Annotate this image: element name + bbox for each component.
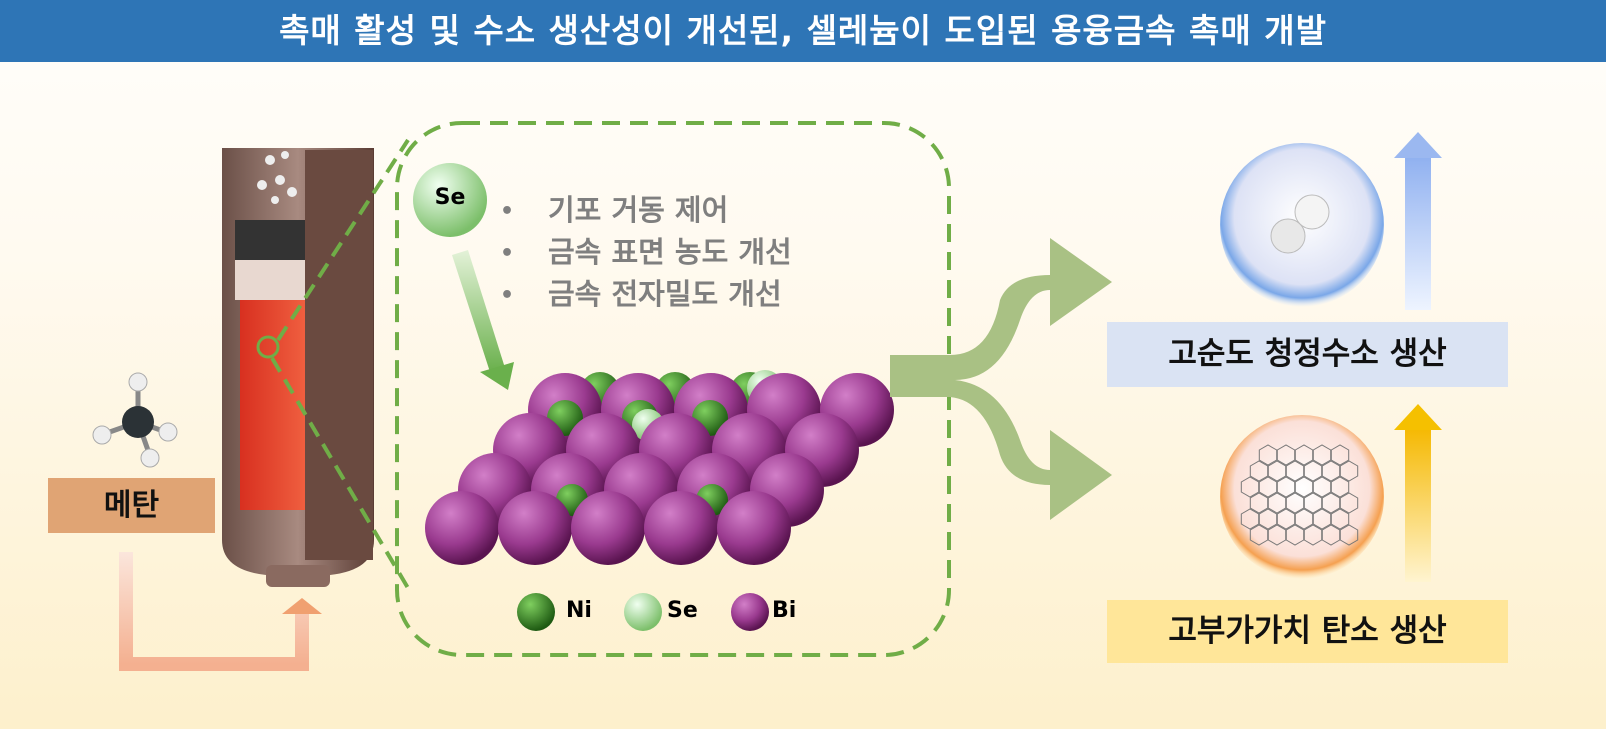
graphene-hexagon bbox=[1330, 444, 1350, 466]
graphene-hexagon bbox=[1294, 476, 1314, 498]
graphene-hexagon bbox=[1276, 508, 1296, 530]
bi-atom bbox=[425, 491, 499, 565]
graphene-hexagon bbox=[1339, 460, 1359, 482]
methane-molecule-icon bbox=[92, 372, 178, 468]
graphene-hexagon bbox=[1303, 492, 1323, 514]
improvement-list: 기포 거동 제어 금속 표면 농도 개선 금속 전자밀도 개선 bbox=[500, 190, 792, 316]
graphene-hexagon bbox=[1321, 524, 1341, 546]
legend-se-icon bbox=[624, 593, 662, 631]
methane-label: 메탄 bbox=[48, 478, 215, 533]
graphene-hexagon bbox=[1267, 460, 1287, 482]
bi-atom bbox=[498, 491, 572, 565]
graphene-hexagon bbox=[1303, 460, 1323, 482]
graphene-hexagon bbox=[1312, 476, 1332, 498]
bi-atom bbox=[571, 491, 645, 565]
graphene-hexagon bbox=[1249, 460, 1269, 482]
bi-atom bbox=[717, 491, 791, 565]
hydrogen-molecule-icon bbox=[1220, 143, 1384, 307]
graphene-hexagon bbox=[1303, 524, 1323, 546]
feed-arrow bbox=[119, 552, 322, 671]
graphene-hexagon bbox=[1339, 524, 1359, 546]
bi-atom bbox=[644, 491, 718, 565]
carbon-product-label: 고부가가치 탄소 생산 bbox=[1107, 600, 1508, 663]
catalyst-lattice bbox=[425, 370, 894, 565]
graphene-hexagon bbox=[1294, 444, 1314, 466]
bullet-item: 금속 전자밀도 개선 bbox=[500, 274, 792, 316]
zoom-detail-box bbox=[395, 121, 951, 657]
graphene-hexagon bbox=[1321, 460, 1341, 482]
bullet-item: 금속 표면 농도 개선 bbox=[500, 232, 792, 274]
graphene-hexagon bbox=[1339, 492, 1359, 514]
legend-bi-label: Bi bbox=[772, 598, 797, 623]
carbon-up-arrow bbox=[1394, 404, 1442, 582]
legend-ni-label: Ni bbox=[566, 598, 592, 623]
graphene-hexagon bbox=[1267, 492, 1287, 514]
reactor-icon bbox=[222, 148, 374, 587]
graphene-hexagon bbox=[1276, 476, 1296, 498]
graphene-hexagon bbox=[1258, 476, 1278, 498]
hydrogen-up-arrow bbox=[1394, 132, 1442, 310]
graphene-hexagon bbox=[1330, 476, 1350, 498]
graphene-hexagon bbox=[1258, 508, 1278, 530]
graphene-hexagon bbox=[1330, 508, 1350, 530]
se-atom-label: Se bbox=[434, 185, 466, 210]
graphene-hexagon bbox=[1312, 508, 1332, 530]
graphene-hexagon bbox=[1267, 524, 1287, 546]
graphene-hexagon bbox=[1249, 492, 1269, 514]
hydrogen-product-label: 고순도 청정수소 생산 bbox=[1107, 322, 1508, 387]
legend-ni-icon bbox=[517, 593, 555, 631]
page-title: 촉매 활성 및 수소 생산성이 개선된, 셀레늄이 도입된 용융금속 촉매 개발 bbox=[0, 0, 1606, 62]
se-atom-icon bbox=[413, 163, 487, 237]
graphene-hexagon bbox=[1285, 524, 1305, 546]
bullet-item: 기포 거동 제어 bbox=[500, 190, 792, 232]
graphene-hexagon bbox=[1249, 524, 1269, 546]
branching-arrow bbox=[890, 238, 1112, 520]
graphene-hexagon bbox=[1285, 460, 1305, 482]
graphene-hexagon bbox=[1240, 508, 1260, 530]
legend-bi-icon bbox=[731, 593, 769, 631]
graphene-hexagon bbox=[1285, 492, 1305, 514]
legend-se-label: Se bbox=[667, 598, 698, 623]
graphene-icon bbox=[1220, 415, 1384, 579]
graphene-hexagon bbox=[1321, 492, 1341, 514]
graphene-hexagon bbox=[1240, 476, 1260, 498]
se-incorporation-arrow bbox=[452, 250, 514, 390]
graphene-hexagon bbox=[1276, 444, 1296, 466]
graphene-hexagon bbox=[1294, 508, 1314, 530]
graphene-hexagon bbox=[1312, 444, 1332, 466]
graphene-hexagon bbox=[1258, 444, 1278, 466]
